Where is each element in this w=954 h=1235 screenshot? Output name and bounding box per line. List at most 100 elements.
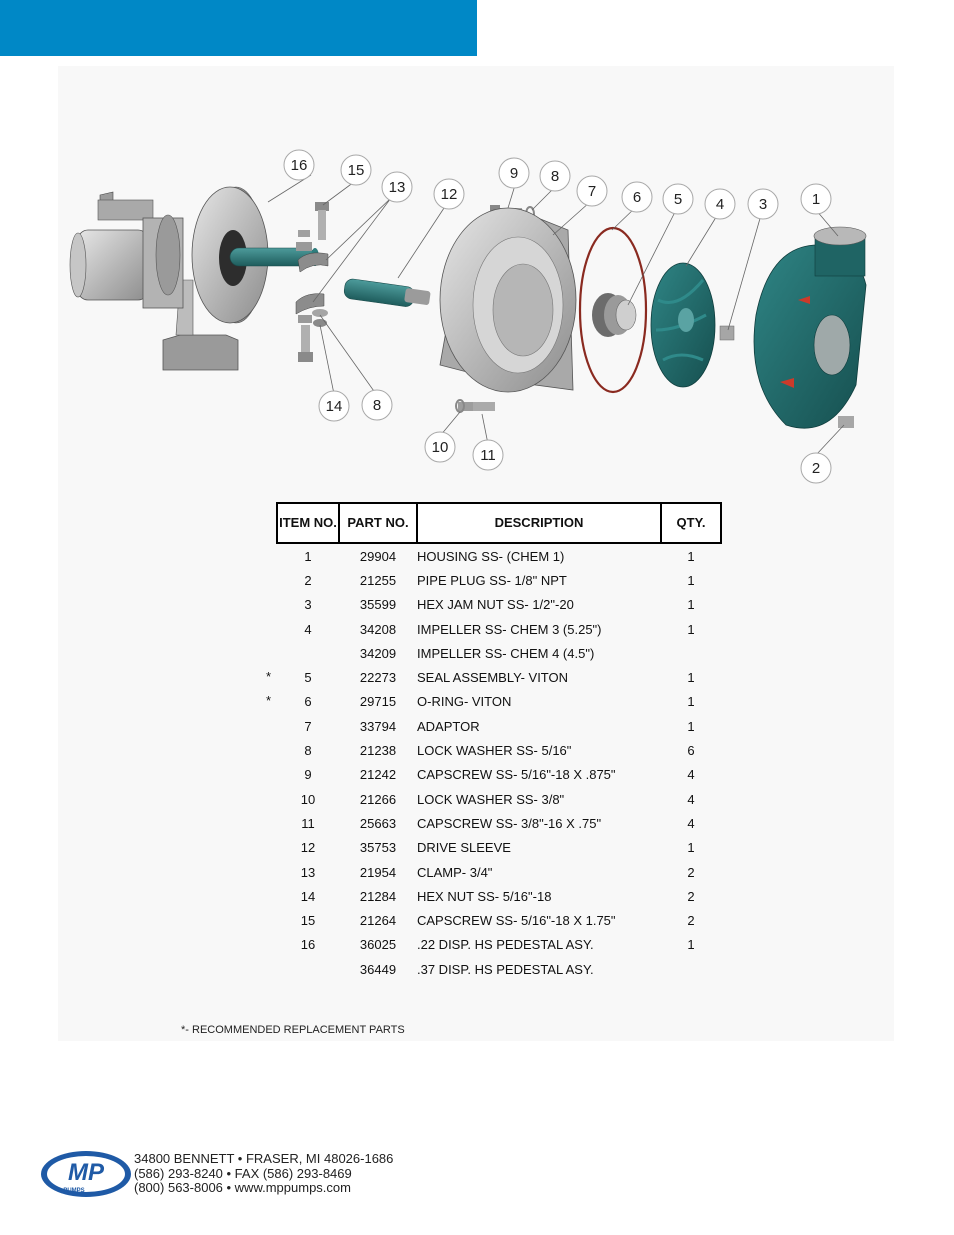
part-description: CLAMP- 3/4" <box>417 864 493 880</box>
part-description: IMPELLER SS- CHEM 4 (4.5") <box>417 645 595 661</box>
callout-12: 12 <box>433 178 465 210</box>
callout-10: 10 <box>424 431 456 463</box>
item-number: 12 <box>300 840 316 856</box>
impeller <box>650 262 716 388</box>
part-number: 21255 <box>359 572 397 588</box>
mp-pumps-logo: MP PUMPS <box>41 1151 131 1197</box>
callout-label: 6 <box>633 189 641 206</box>
logo-subtext: PUMPS <box>63 1188 84 1194</box>
seal-assembly <box>592 293 637 337</box>
callout-label: 15 <box>348 162 365 179</box>
table-row: 2 21255 PIPE PLUG SS- 1/8" NPT 1 <box>277 568 721 592</box>
quantity: 2 <box>687 888 695 904</box>
callout-4: 4 <box>704 188 736 220</box>
table-row: 16 36025 .22 DISP. HS PEDESTAL ASY. 1 <box>277 933 721 957</box>
part-number: 35599 <box>359 597 397 613</box>
item-number: 8 <box>304 743 312 759</box>
header-qty: QTY. <box>660 502 722 544</box>
quantity: 1 <box>687 718 695 734</box>
part-number: 21954 <box>359 864 397 880</box>
footnote: *- RECOMMENDED REPLACEMENT PARTS <box>181 1024 405 1036</box>
part-description: .37 DISP. HS PEDESTAL ASY. <box>417 961 594 977</box>
callout-13: 13 <box>381 171 413 203</box>
callout-label: 9 <box>510 165 518 182</box>
callout-label: 16 <box>291 157 308 174</box>
callout-label: 8 <box>373 397 381 414</box>
header-part-no: PART NO. <box>338 502 418 544</box>
callout-5: 5 <box>662 183 694 215</box>
callout-1: 1 <box>800 183 832 215</box>
callout-8: 8 <box>539 160 571 192</box>
table-row: 36449.37 DISP. HS PEDESTAL ASY. <box>277 957 721 981</box>
quantity: 1 <box>687 572 695 588</box>
item-number: 7 <box>304 718 312 734</box>
part-description: IMPELLER SS- CHEM 3 (5.25") <box>417 621 602 637</box>
adaptor <box>439 207 577 413</box>
leader-lines <box>267 174 845 456</box>
callout-2: 2 <box>800 452 832 484</box>
callout-9: 9 <box>498 157 530 189</box>
table-row: 34209 IMPELLER SS- CHEM 4 (4.5") <box>277 641 721 665</box>
part-number: 29715 <box>359 694 397 710</box>
header-description: DESCRIPTION <box>416 502 662 544</box>
part-number: 34209 <box>359 645 397 661</box>
item-number <box>277 641 339 665</box>
drive-sleeve <box>343 278 431 307</box>
company-address: 34800 BENNETT • FRASER, MI 48026-1686 (5… <box>134 1151 393 1196</box>
pedestal-assembly <box>69 186 319 371</box>
callout-15: 15 <box>340 154 372 186</box>
callout-label: 13 <box>389 179 406 196</box>
quantity: 4 <box>687 815 695 831</box>
callout-6: 6 <box>621 181 653 213</box>
callout-label: 5 <box>674 191 682 208</box>
part-description: DRIVE SLEEVE <box>417 840 511 856</box>
part-number: 36025 <box>359 937 397 953</box>
part-number: 21242 <box>359 767 397 783</box>
callout-label: 1 <box>812 191 820 208</box>
item-number: 1 <box>304 548 312 564</box>
callout-14: 14 <box>318 390 350 422</box>
part-number: 22273 <box>359 670 397 686</box>
quantity: 1 <box>687 670 695 686</box>
part-description: HEX JAM NUT SS- 1/2"-20 <box>417 597 574 613</box>
item-number <box>277 957 339 981</box>
callout-label: 7 <box>588 183 596 200</box>
item-number: 4 <box>304 621 312 637</box>
quantity: 1 <box>687 937 695 953</box>
callout-label: 8 <box>551 168 559 185</box>
quantity: 4 <box>687 791 695 807</box>
exploded-pump-diagram: 16 15 13 12 9 8 7 6 5 4 3 1 14 8 10 11 2 <box>69 149 867 484</box>
item-number: 6 <box>304 694 312 710</box>
pump-housing <box>753 226 867 429</box>
part-number: 21284 <box>359 888 397 904</box>
part-description: PIPE PLUG SS- 1/8" NPT <box>417 572 567 588</box>
part-number: 34208 <box>359 621 397 637</box>
recommended-marker: * <box>266 669 272 684</box>
clamp-hardware <box>295 202 329 362</box>
callout-label: 2 <box>812 460 820 477</box>
callout-label: 11 <box>480 447 496 464</box>
phone-line: (586) 293-8240 • FAX (586) 293-8469 <box>134 1165 352 1181</box>
item-number: 2 <box>304 572 312 588</box>
callout-label: 12 <box>441 186 458 203</box>
header-item-no: ITEM NO. <box>276 502 340 544</box>
website-line: (800) 563-8006 • www.mppumps.com <box>134 1180 351 1195</box>
part-description: HEX NUT SS- 5/16"-18 <box>417 888 552 904</box>
part-description: CAPSCREW SS- 5/16"-18 X 1.75" <box>417 913 616 929</box>
quantity: 2 <box>687 913 695 929</box>
item-number: 16 <box>300 937 316 953</box>
part-description: .22 DISP. HS PEDESTAL ASY. <box>417 937 594 953</box>
part-description: CAPSCREW SS- 3/8"-16 X .75" <box>417 815 602 831</box>
callout-label: 14 <box>326 398 343 415</box>
part-number: 25663 <box>359 815 397 831</box>
